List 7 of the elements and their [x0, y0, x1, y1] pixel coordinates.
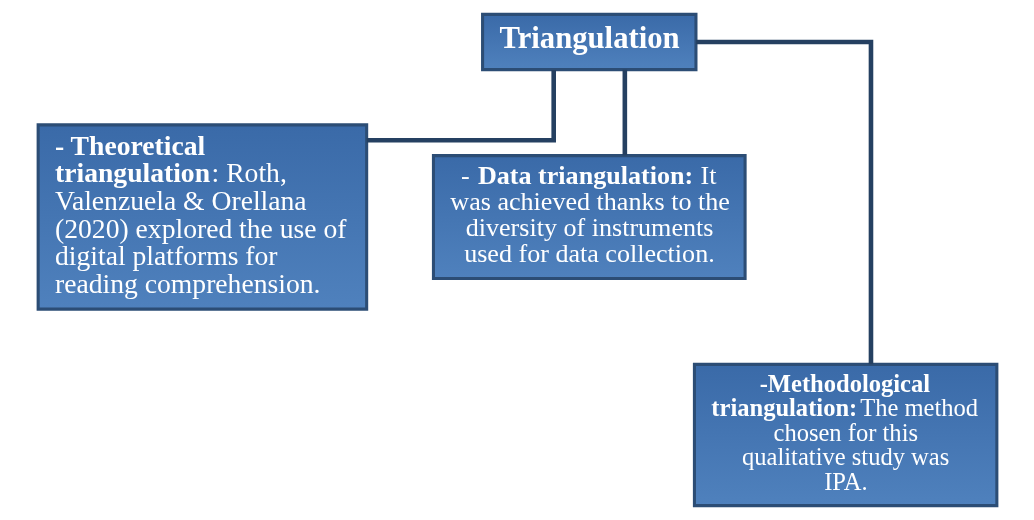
connector	[622, 69, 627, 156]
node-box: -Methodological triangulation:The method chosen for this qualitative study was IPA.	[692, 362, 998, 508]
node-box: - Theoretical triangulation: Roth, Valenzuela & Orellana (2020) explored the use of digital platforms for reading comprehension.	[36, 123, 368, 311]
connector	[366, 69, 556, 143]
node-box: - Data triangulation: It was achieved thanks to the diversity of instruments used for data collection.	[431, 154, 747, 280]
node-box: Triangulation	[480, 12, 697, 72]
connector	[695, 39, 873, 365]
